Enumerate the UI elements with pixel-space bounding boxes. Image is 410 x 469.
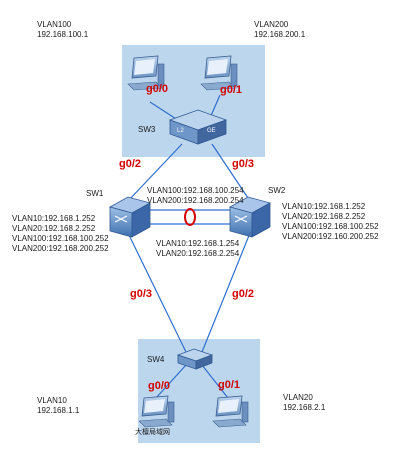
host-vlan100-ip: 192.168.100.1 [37,30,89,39]
host-vlan10-ip: 192.168.1.1 [37,406,80,415]
sw2-name: SW2 [268,186,286,195]
host-vlan100-vlan: VLAN100 [37,20,72,29]
pc-vlan200-icon [200,55,238,91]
sw1-ip-vlan20: VLAN20:192.168.2.252 [12,224,96,233]
pc-vlan10-icon [138,395,175,428]
vip-vlan200: VLAN200:192.168.200.254 [147,196,244,205]
pc-caption: 大檀局域网 [135,429,170,436]
eth-trunk-label: 0 [186,209,187,210]
pc-vlan20-icon [212,395,249,428]
sw1-ip-vlan200: VLAN200:192.168.200.252 [12,244,109,253]
port-sw3-g0-1: g0/1 [220,84,243,96]
vip-vlan100: VLAN100:192.168.100.254 [147,186,244,195]
sw3-faceplate-left: L2 [177,128,184,134]
host-vlan200-ip: 192.168.200.1 [254,30,306,39]
vip-vlan20: VLAN20:192.168.2.254 [156,249,240,258]
port-sw3-g0-0: g0/0 [146,83,169,95]
vip-top-list: VLAN100:192.168.100.254 VLAN200:192.168.… [147,186,244,206]
sw3-faceplate-right: GE [207,128,216,134]
host-vlan20-vlan: VLAN20 [283,393,313,402]
sw3-name: SW3 [138,125,156,134]
port-sw4-g0-1: g0/1 [218,379,241,391]
host-vlan10-vlan: VLAN10 [37,396,67,405]
sw4-name: SW4 [147,355,165,364]
port-sw2-g0-2: g0/2 [232,288,255,300]
sw2-ip-vlan10: VLAN10:192.168.1.252 [282,202,366,211]
sw2-ip-vlan20: VLAN20:192.168.2.252 [282,212,366,221]
sw1-ip-list: VLAN10:192.168.1.252 VLAN20:192.168.2.25… [12,214,109,254]
link-sw3-pc-vlan200 [209,94,221,119]
port-sw4-g0-0: g0/0 [148,380,171,392]
host-vlan200-label: VLAN200 192.168.200.1 [254,20,305,40]
sw1-name: SW1 [86,189,104,198]
link-sw1-sw4 [127,232,187,353]
link-sw4-pc-vlan10 [155,364,187,399]
port-sw3-g0-2: g0/2 [119,158,142,170]
sw2-ip-vlan100: VLAN100:192.168.100.252 [282,222,379,231]
eth-trunk-marker [184,208,196,226]
vip-vlan10: VLAN10:192.168.1.254 [156,239,240,248]
link-sw2-sw4 [201,232,251,353]
port-sw3-g0-3: g0/3 [232,158,255,170]
sw2-ip-list: VLAN10:192.168.1.252 VLAN20:192.168.2.25… [282,202,379,242]
sw1-ip-vlan100: VLAN100:192.168.100.252 [12,234,109,243]
sw4-switch-icon [176,348,214,370]
host-vlan100-label: VLAN100 192.168.100.1 [37,20,88,40]
host-vlan200-vlan: VLAN200 [254,20,289,29]
sw3-switch-icon [168,109,228,145]
host-vlan20-label: VLAN20 192.168.2.1 [283,393,325,413]
port-sw1-g0-3: g0/3 [130,288,153,300]
sw1-switch-icon [108,196,152,238]
host-vlan20-ip: 192.168.2.1 [283,403,326,412]
link-sw3-sw1 [127,143,183,202]
host-vlan10-label: VLAN10 192.168.1.1 [37,396,79,416]
sw1-ip-vlan10: VLAN10:192.168.1.252 [12,214,96,223]
sw2-switch-icon [228,196,272,238]
vip-bottom-list: VLAN10:192.168.1.254 VLAN20:192.168.2.25… [156,239,239,259]
pc-vlan100-icon [127,55,165,91]
sw2-ip-vlan200: VLAN200:192.160.200.252 [282,232,379,241]
link-sw3-sw2 [211,143,251,202]
link-sw4-pc-vlan20 [201,364,229,399]
